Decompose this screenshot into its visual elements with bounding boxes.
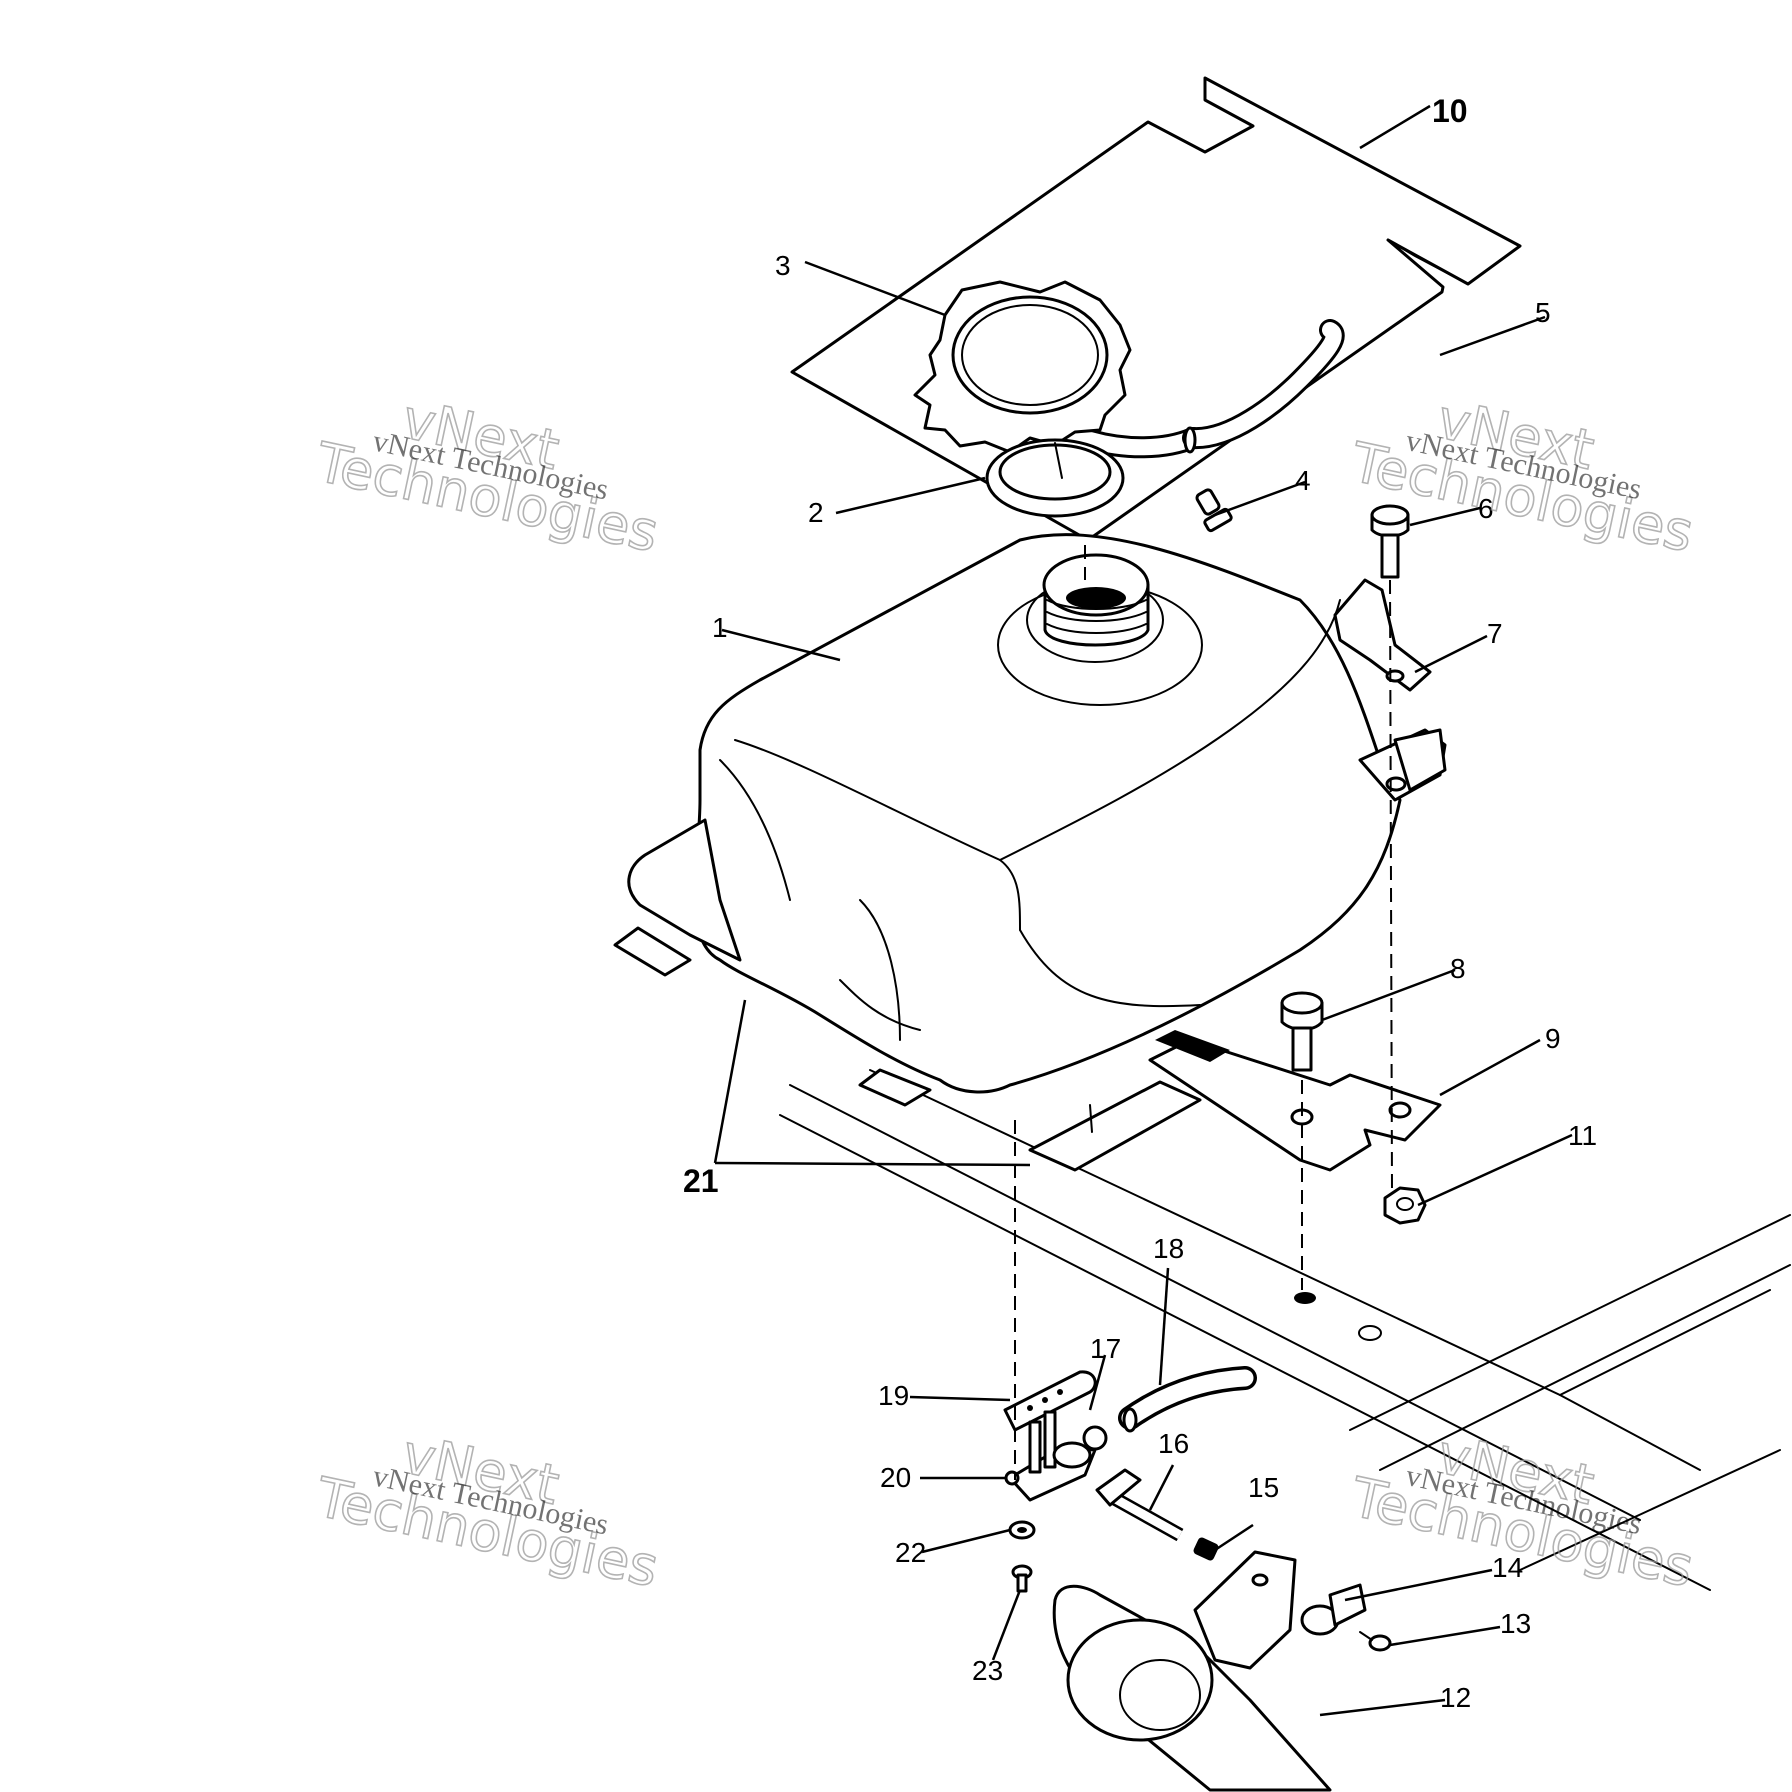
callout-21: 21	[683, 1163, 719, 1199]
part-8-bolt	[1280, 991, 1324, 1072]
callout-5: 5	[1535, 297, 1551, 328]
callout-19: 19	[878, 1380, 909, 1411]
callout-8: 8	[1450, 953, 1466, 984]
part-14-bushing	[1300, 1583, 1367, 1636]
part-21-pads	[1028, 1080, 1202, 1172]
part-1-fuel-tank	[613, 533, 1447, 1107]
callout-7: 7	[1487, 618, 1503, 649]
leader-lines	[713, 104, 1573, 1717]
callout-14: 14	[1492, 1552, 1523, 1583]
part-11-nut	[1383, 1186, 1427, 1225]
watermark-top-left: vNext Technologies vNext Technologies	[309, 387, 664, 565]
callout-15: 15	[1248, 1472, 1279, 1503]
callout-9: 9	[1545, 1023, 1561, 1054]
part-12-steering	[1052, 1550, 1332, 1792]
part-3-fuel-cap	[913, 280, 1132, 454]
watermark-bottom-right: vNext Technologies vNext Technologies	[1344, 1422, 1699, 1600]
callout-11: 11	[1568, 1120, 1597, 1151]
callout-17: 17	[1090, 1333, 1121, 1364]
callout-6: 6	[1478, 493, 1494, 524]
callout-16: 16	[1158, 1428, 1189, 1459]
frame-rails	[779, 1069, 1791, 1591]
part-13-screw	[1359, 1631, 1392, 1652]
part-20-petcock	[1004, 1410, 1108, 1502]
part-19-plate	[1003, 1370, 1097, 1432]
callout-18: 18	[1153, 1233, 1184, 1264]
callout-10: 10	[1432, 93, 1468, 129]
callout-4: 4	[1295, 465, 1311, 496]
part-15-spring	[1193, 1537, 1219, 1561]
callout-1: 1	[712, 612, 728, 643]
callout-13: 13	[1500, 1608, 1531, 1639]
callout-labels: 1 2 3 4 5 6 7 8 9 10 11 12 13 14 15 16 1…	[683, 93, 1597, 1713]
part-16-cable	[1095, 1468, 1184, 1542]
part-22-washer	[1008, 1520, 1036, 1540]
part-4-vent-fitting	[1195, 488, 1233, 533]
part-6-bolt	[1370, 504, 1410, 579]
frame-hole	[1294, 1292, 1316, 1304]
callout-12: 12	[1440, 1682, 1471, 1713]
frame-hole	[1358, 1325, 1382, 1341]
callout-23: 23	[972, 1655, 1003, 1686]
callout-2: 2	[808, 497, 824, 528]
part-2-gasket	[985, 438, 1125, 518]
part-18-fuel-line	[1118, 1366, 1257, 1433]
part-9-bracket	[1148, 1030, 1442, 1172]
callout-22: 22	[895, 1537, 926, 1568]
assembly-lines	[1014, 545, 1393, 1480]
part-23-screw	[1011, 1564, 1033, 1593]
callout-3: 3	[775, 250, 791, 281]
watermark-bottom-left: vNext Technologies vNext Technologies	[309, 1422, 664, 1600]
callout-20: 20	[880, 1462, 911, 1493]
